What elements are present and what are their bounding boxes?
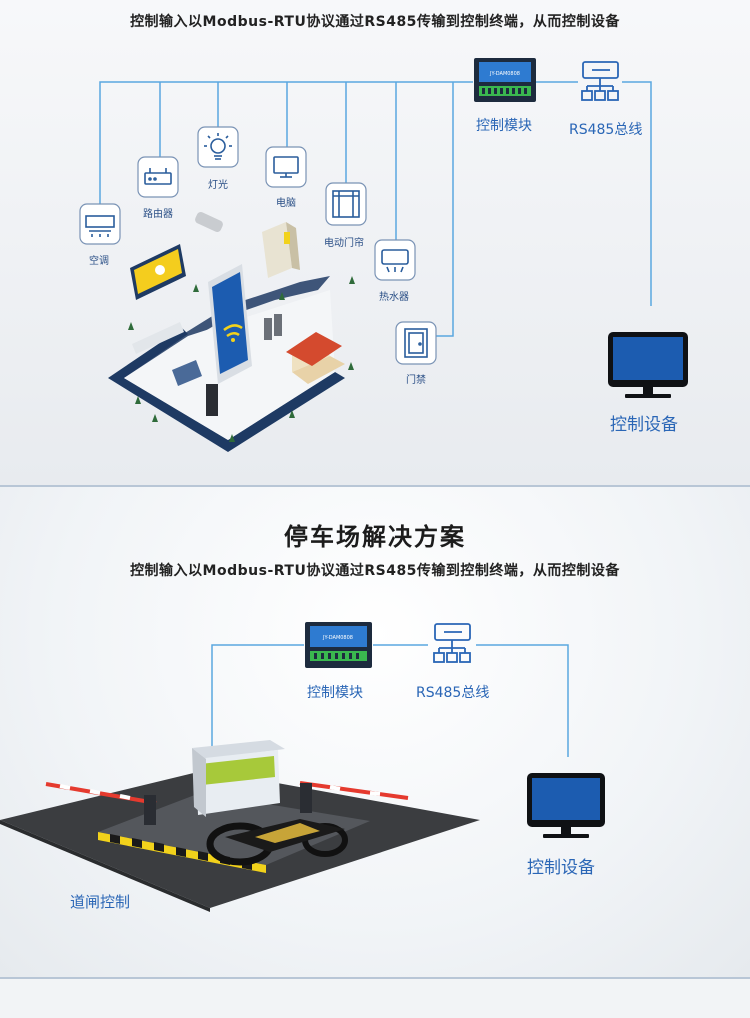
device-label-ac: 空调 xyxy=(89,252,109,267)
device-label-access: 门禁 xyxy=(406,371,426,386)
device-label-light: 灯光 xyxy=(208,176,228,191)
device-label-water-heater: 热水器 xyxy=(379,288,409,303)
rs485-bus-icon xyxy=(434,624,470,662)
next-section-panel xyxy=(0,979,750,1018)
device-label-computer: 电脑 xyxy=(276,194,296,209)
module-label: 控制模块 xyxy=(476,115,532,135)
computer-icon xyxy=(266,147,306,187)
module-label: 控制模块 xyxy=(307,682,363,702)
smart-home-illustration xyxy=(108,211,355,452)
parking-lot-illustration xyxy=(0,740,480,912)
control-module-icon: JY-DAM0808 xyxy=(305,622,372,668)
svg-text:JY-DAM0808: JY-DAM0808 xyxy=(489,71,520,77)
device-label-router: 路由器 xyxy=(143,205,173,220)
monitor-icon xyxy=(608,332,688,398)
monitor-label: 控制设备 xyxy=(610,410,678,435)
curtain-door-icon xyxy=(326,183,366,225)
monitor-icon xyxy=(527,773,605,838)
router-icon xyxy=(138,157,178,197)
parking-panel: 停车场解决方案 控制输入以Modbus-RTU协议通过RS485传输到控制终端，… xyxy=(0,487,750,977)
rs485-bus-icon xyxy=(582,62,618,100)
bus-label: RS485总线 xyxy=(416,682,489,702)
device-label-curtain: 电动门帘 xyxy=(324,234,364,249)
water-heater-icon xyxy=(375,240,415,280)
gate-label: 道闸控制 xyxy=(70,891,130,912)
control-module-icon: JY-DAM0808 xyxy=(474,58,536,102)
monitor-label: 控制设备 xyxy=(527,853,595,878)
svg-text:JY-DAM0808: JY-DAM0808 xyxy=(322,635,353,641)
bus-label: RS485总线 xyxy=(569,119,642,139)
smart-home-panel: 控制输入以Modbus-RTU协议通过RS485传输到控制终端，从而控制设备 J… xyxy=(0,0,750,485)
